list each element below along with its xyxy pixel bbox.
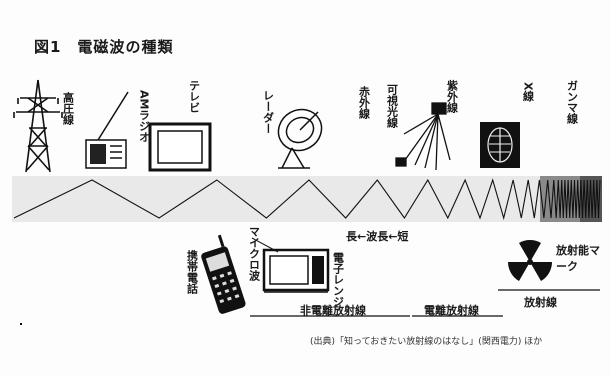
- ionizing-band-label: 電離放射線: [424, 304, 479, 317]
- diagram-title: 図1 電磁波の種類: [34, 38, 174, 56]
- radiation-band-label: 放射線: [524, 296, 557, 309]
- wave-line: [13, 178, 601, 221]
- radiation-symbol-icon: [508, 240, 552, 281]
- xray-film-icon: [480, 122, 520, 168]
- ultraviolet-label: 紫外線: [445, 80, 459, 113]
- mobile-phone-label: 携帯電話: [185, 250, 199, 294]
- source-note: (出典)「知っておきたい放射線のはなし」(関西電力) ほか: [310, 337, 543, 347]
- xray-label: X線: [521, 82, 535, 102]
- radar-label: レーダー: [261, 90, 275, 134]
- visible-light-label: 可視光線: [385, 84, 399, 128]
- microwave-label: マイクロ波: [247, 226, 261, 281]
- wavelength-arrow-label: 長←波長←短: [346, 230, 409, 243]
- television-icon: [148, 122, 212, 172]
- tv-label: テレビ: [187, 80, 201, 113]
- ultraviolet-rays-icon: [395, 102, 451, 171]
- microwave-oven-label: 電子レンジ: [331, 252, 345, 307]
- infrared-label: 赤外線: [357, 86, 371, 119]
- power-line-label: 高圧線: [61, 92, 75, 125]
- power-line-tower-icon: [13, 79, 63, 173]
- microwave-oven-icon: [262, 248, 330, 293]
- radio-icon: [85, 91, 129, 169]
- am-radio-label: AMラジオ: [137, 90, 151, 143]
- radar-dish-icon: [277, 108, 323, 169]
- non-ionizing-band-label: 非電離放射線: [300, 304, 366, 317]
- gamma-label: ガンマ線: [565, 80, 579, 124]
- band-divider-lines: [250, 289, 600, 317]
- mobile-phone-icon: [201, 234, 246, 314]
- radiation-mark-label: 放射能マーク: [556, 244, 600, 273]
- spectrum-bar: [12, 176, 602, 222]
